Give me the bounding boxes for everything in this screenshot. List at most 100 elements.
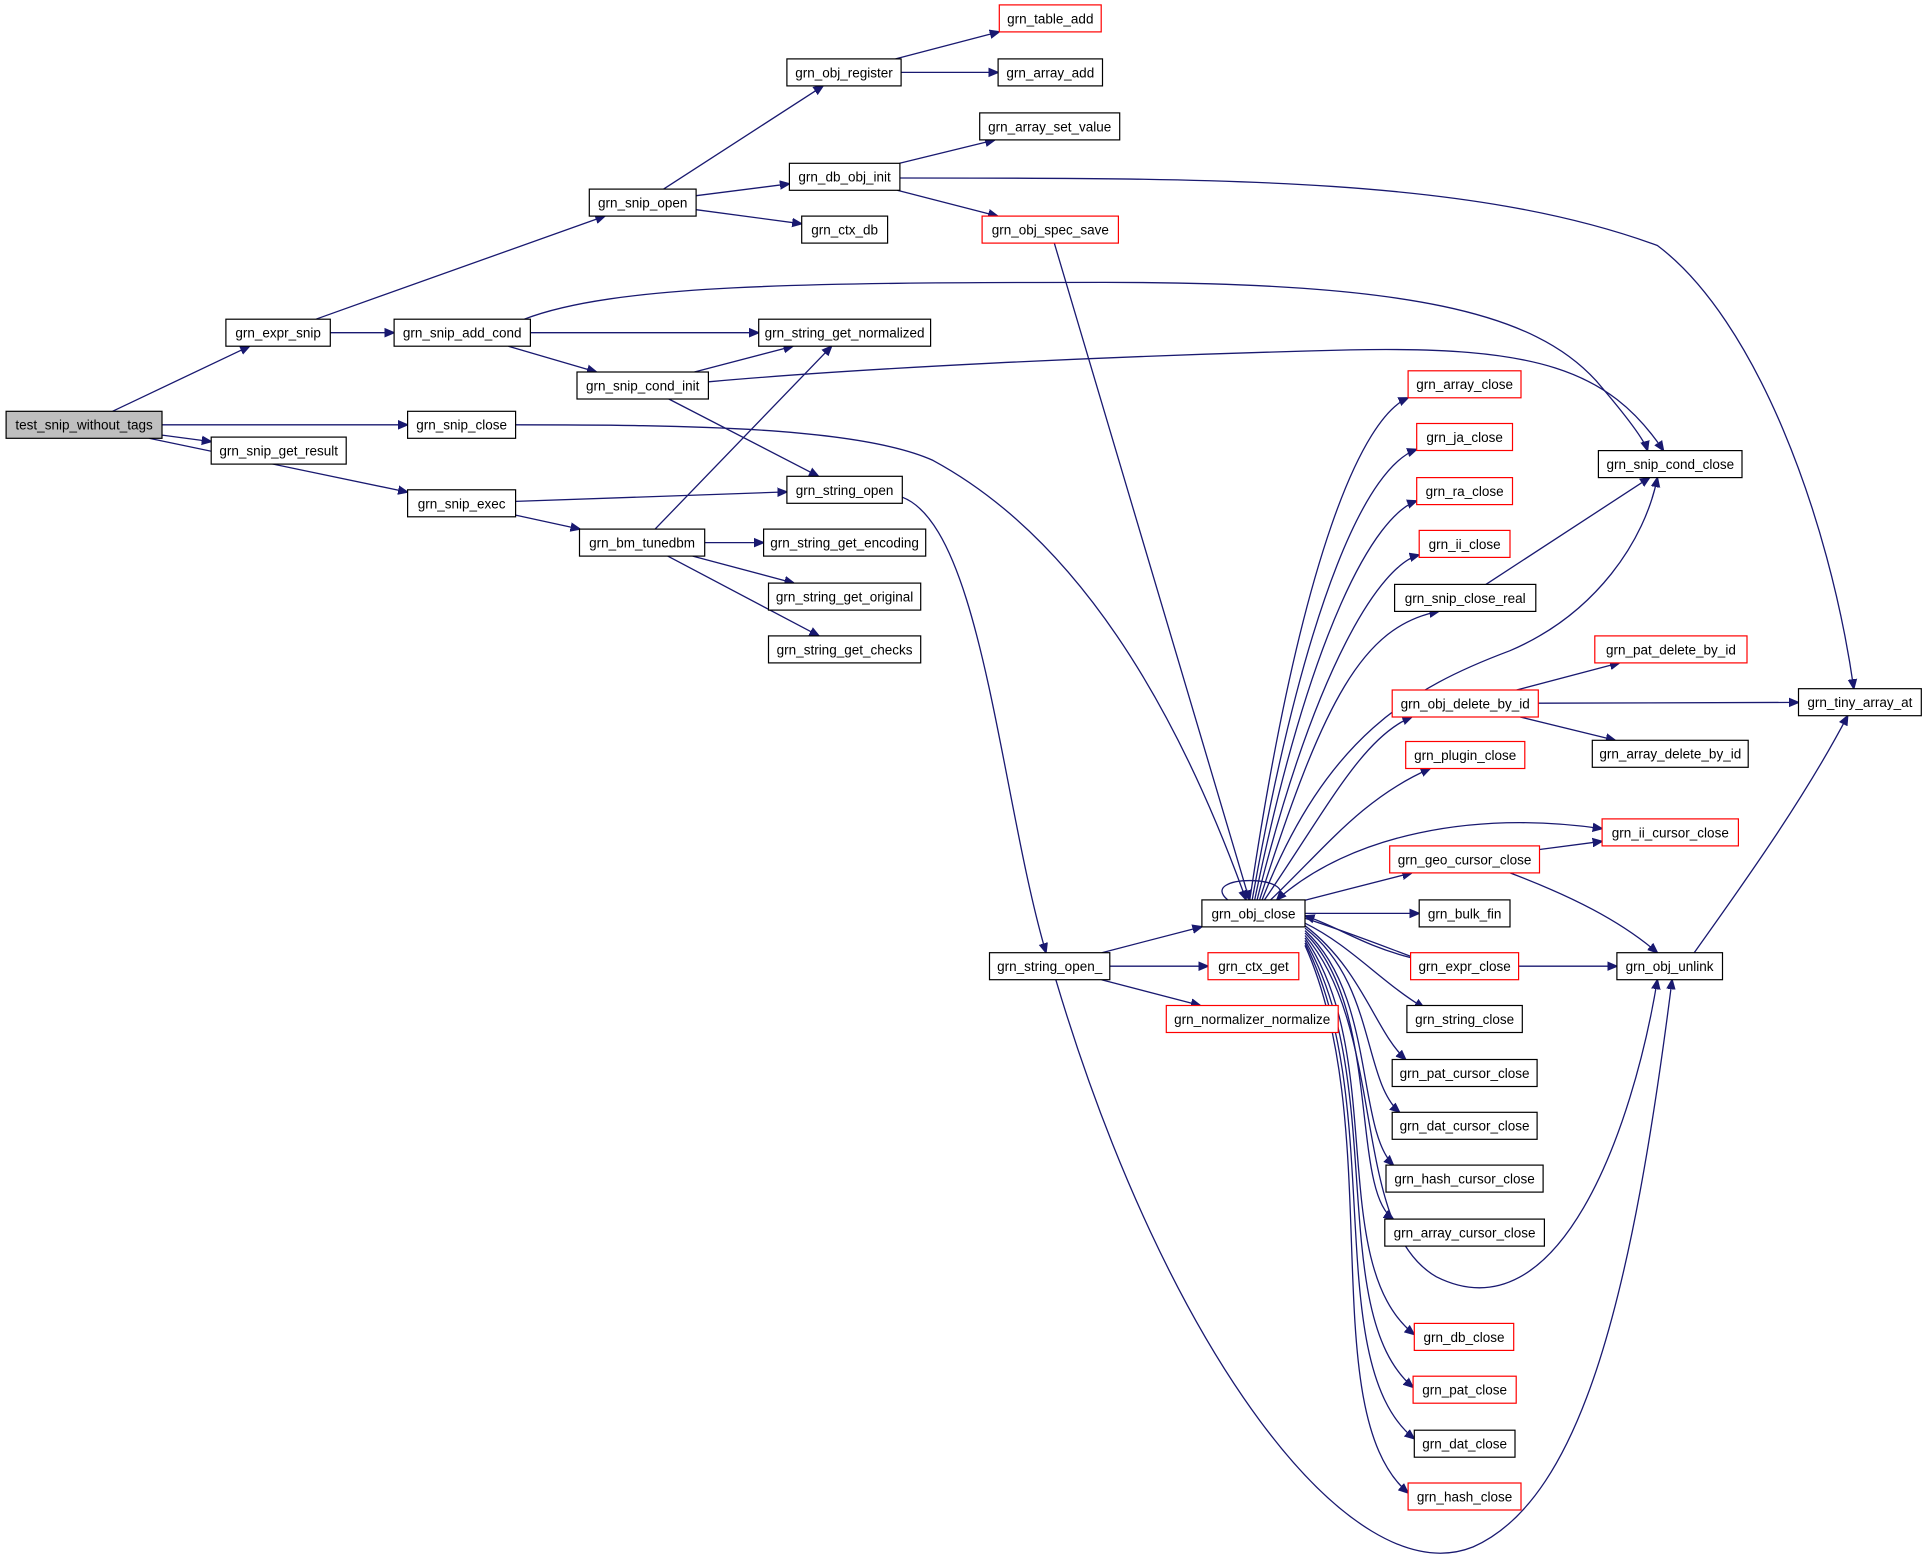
node-grn_snip_exec[interactable]: grn_snip_exec (407, 489, 517, 518)
node-grn_db_close[interactable]: grn_db_close (1413, 1322, 1515, 1352)
node-box[interactable] (1393, 583, 1537, 613)
node-grn_snip_cond_init[interactable]: grn_snip_cond_init (576, 371, 709, 400)
node-grn_pat_close[interactable]: grn_pat_close (1412, 1375, 1517, 1404)
node-grn_normalizer_normalize[interactable]: grn_normalizer_normalize (1165, 1004, 1339, 1034)
node-grn_db_obj_init[interactable]: grn_db_obj_init (788, 162, 901, 191)
node-box[interactable] (1405, 740, 1526, 770)
node-box[interactable] (1391, 1058, 1538, 1088)
node-box[interactable] (1406, 1004, 1523, 1034)
node-box[interactable] (981, 215, 1119, 244)
node-box[interactable] (5, 410, 163, 439)
node-box[interactable] (1391, 689, 1539, 718)
node-grn_plugin_close[interactable]: grn_plugin_close (1405, 740, 1526, 770)
node-grn_ja_close[interactable]: grn_ja_close (1416, 422, 1514, 452)
node-box[interactable] (1201, 899, 1306, 928)
node-test_snip_without_tags[interactable]: test_snip_without_tags (5, 410, 163, 439)
node-grn_snip_get_result[interactable]: grn_snip_get_result (210, 436, 347, 465)
node-box[interactable] (1409, 952, 1520, 981)
node-box[interactable] (1594, 635, 1748, 664)
node-grn_dat_cursor_close[interactable]: grn_dat_cursor_close (1391, 1111, 1538, 1140)
node-box[interactable] (407, 489, 517, 518)
node-grn_string_get_checks[interactable]: grn_string_get_checks (767, 635, 922, 664)
node-box[interactable] (979, 112, 1121, 141)
node-box[interactable] (407, 410, 517, 439)
node-grn_ii_close[interactable]: grn_ii_close (1418, 529, 1511, 559)
node-box[interactable] (758, 318, 932, 347)
node-box[interactable] (786, 475, 903, 504)
node-grn_snip_cond_close[interactable]: grn_snip_cond_close (1597, 450, 1743, 479)
node-grn_array_set_value[interactable]: grn_array_set_value (979, 112, 1121, 141)
node-box[interactable] (1407, 1482, 1522, 1511)
node-box[interactable] (1391, 1111, 1538, 1140)
node-box[interactable] (1416, 422, 1514, 452)
node-box[interactable] (788, 162, 901, 191)
node-grn_ctx_get[interactable]: grn_ctx_get (1207, 952, 1300, 981)
node-grn_pat_delete_by_id[interactable]: grn_pat_delete_by_id (1594, 635, 1748, 664)
node-grn_pat_cursor_close[interactable]: grn_pat_cursor_close (1391, 1058, 1538, 1088)
node-box[interactable] (210, 436, 347, 465)
node-grn_string_close[interactable]: grn_string_close (1406, 1004, 1523, 1034)
node-grn_string_open_[interactable]: grn_string_open_ (988, 952, 1111, 981)
node-grn_array_add[interactable]: grn_array_add (997, 58, 1104, 87)
node-grn_string_get_normalized[interactable]: grn_string_get_normalized (758, 318, 932, 347)
node-box[interactable] (1601, 818, 1739, 847)
node-grn_string_get_encoding[interactable]: grn_string_get_encoding (762, 528, 927, 557)
node-grn_ctx_db[interactable]: grn_ctx_db (801, 215, 889, 244)
node-box[interactable] (1165, 1004, 1339, 1034)
node-grn_hash_close[interactable]: grn_hash_close (1407, 1482, 1522, 1511)
node-box[interactable] (762, 528, 927, 557)
node-box[interactable] (767, 635, 922, 664)
node-box[interactable] (1207, 952, 1300, 981)
node-grn_snip_close_real[interactable]: grn_snip_close_real (1393, 583, 1537, 613)
node-box[interactable] (1797, 688, 1922, 717)
node-box[interactable] (588, 188, 697, 217)
node-box[interactable] (1591, 739, 1749, 768)
node-grn_snip_add_cond[interactable]: grn_snip_add_cond (393, 318, 532, 347)
node-box[interactable] (1384, 1218, 1546, 1247)
node-box[interactable] (225, 318, 331, 347)
node-box[interactable] (578, 528, 706, 557)
node-box[interactable] (767, 582, 922, 611)
node-grn_table_add[interactable]: grn_table_add (998, 4, 1102, 33)
node-grn_obj_register[interactable]: grn_obj_register (786, 58, 902, 87)
node-box[interactable] (1616, 952, 1724, 981)
node-grn_expr_close[interactable]: grn_expr_close (1409, 952, 1520, 981)
node-box[interactable] (988, 952, 1111, 981)
node-grn_snip_close[interactable]: grn_snip_close (407, 410, 517, 439)
node-grn_expr_snip[interactable]: grn_expr_snip (225, 318, 331, 347)
node-box[interactable] (1389, 845, 1541, 874)
node-box[interactable] (997, 58, 1104, 87)
node-grn_obj_close[interactable]: grn_obj_close (1201, 899, 1306, 928)
node-box[interactable] (1385, 1164, 1544, 1193)
node-box[interactable] (1412, 1375, 1517, 1404)
node-grn_geo_cursor_close[interactable]: grn_geo_cursor_close (1389, 845, 1541, 874)
node-box[interactable] (393, 318, 532, 347)
node-box[interactable] (1416, 477, 1514, 506)
node-box[interactable] (1407, 370, 1522, 399)
node-box[interactable] (786, 58, 902, 87)
node-grn_ii_cursor_close[interactable]: grn_ii_cursor_close (1601, 818, 1739, 847)
node-box[interactable] (998, 4, 1102, 33)
node-box[interactable] (1418, 529, 1511, 559)
node-grn_hash_cursor_close[interactable]: grn_hash_cursor_close (1385, 1164, 1544, 1193)
node-grn_array_delete_by_id[interactable]: grn_array_delete_by_id (1591, 739, 1749, 768)
node-grn_string_get_original[interactable]: grn_string_get_original (767, 582, 922, 611)
node-grn_tiny_array_at[interactable]: grn_tiny_array_at (1797, 688, 1922, 717)
node-grn_dat_close[interactable]: grn_dat_close (1413, 1429, 1516, 1458)
node-box[interactable] (1418, 899, 1511, 928)
node-grn_obj_delete_by_id[interactable]: grn_obj_delete_by_id (1391, 689, 1539, 718)
node-grn_obj_unlink[interactable]: grn_obj_unlink (1616, 952, 1724, 981)
node-box[interactable] (1413, 1429, 1516, 1458)
node-grn_string_open[interactable]: grn_string_open (786, 475, 903, 504)
node-grn_array_close[interactable]: grn_array_close (1407, 370, 1522, 399)
node-grn_bulk_fin[interactable]: grn_bulk_fin (1418, 899, 1511, 928)
node-grn_bm_tunedbm[interactable]: grn_bm_tunedbm (578, 528, 706, 557)
node-grn_array_cursor_close[interactable]: grn_array_cursor_close (1384, 1218, 1546, 1247)
node-grn_ra_close[interactable]: grn_ra_close (1416, 477, 1514, 506)
node-box[interactable] (576, 371, 709, 400)
node-box[interactable] (801, 215, 889, 244)
node-grn_obj_spec_save[interactable]: grn_obj_spec_save (981, 215, 1119, 244)
node-grn_snip_open[interactable]: grn_snip_open (588, 188, 697, 217)
node-box[interactable] (1413, 1322, 1515, 1352)
node-box[interactable] (1597, 450, 1743, 479)
